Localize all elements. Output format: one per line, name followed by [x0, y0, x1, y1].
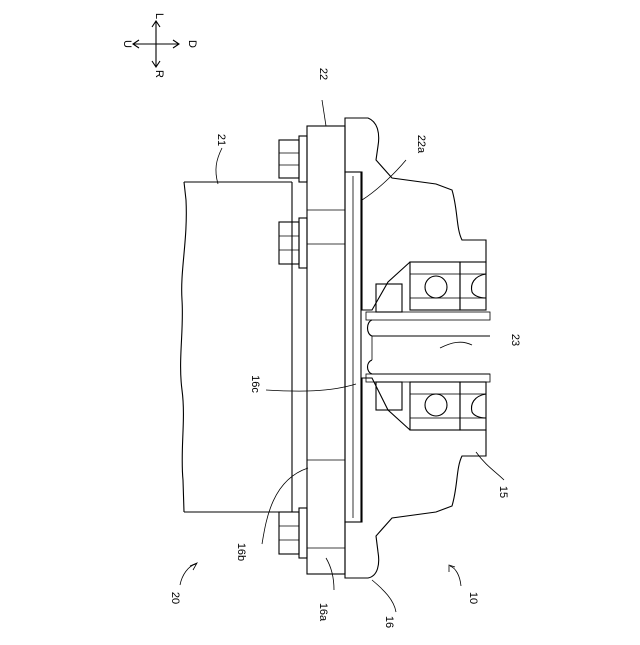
gasket-plate — [345, 172, 361, 522]
label-16: 16 — [383, 616, 395, 628]
bearing-top — [376, 262, 486, 312]
motor-body — [181, 182, 292, 512]
label-22a: 22a — [415, 135, 427, 154]
label-22: 22 — [317, 68, 329, 80]
shaft — [366, 312, 490, 382]
label-10: 10 — [467, 592, 479, 604]
label-16c: 16c — [249, 375, 261, 393]
housing-section — [345, 118, 486, 578]
label-21: 21 — [215, 134, 227, 146]
compass-r-label: R — [153, 70, 165, 78]
compass-d-label: D — [186, 40, 198, 48]
bearing-bottom — [376, 382, 486, 430]
leader-lines — [180, 100, 504, 612]
bolt-middle — [279, 218, 307, 268]
bolt-bottom — [279, 508, 307, 558]
label-16b: 16b — [235, 543, 247, 561]
direction-compass: L U D R — [121, 13, 198, 78]
label-23: 23 — [509, 334, 521, 346]
bolt-top — [279, 136, 307, 182]
label-20: 20 — [169, 592, 181, 604]
label-15: 15 — [497, 486, 509, 498]
compass-l-label: L — [153, 13, 165, 19]
label-16a: 16a — [317, 603, 329, 622]
flange-plate — [307, 126, 345, 574]
compass-u-label: U — [121, 40, 133, 48]
